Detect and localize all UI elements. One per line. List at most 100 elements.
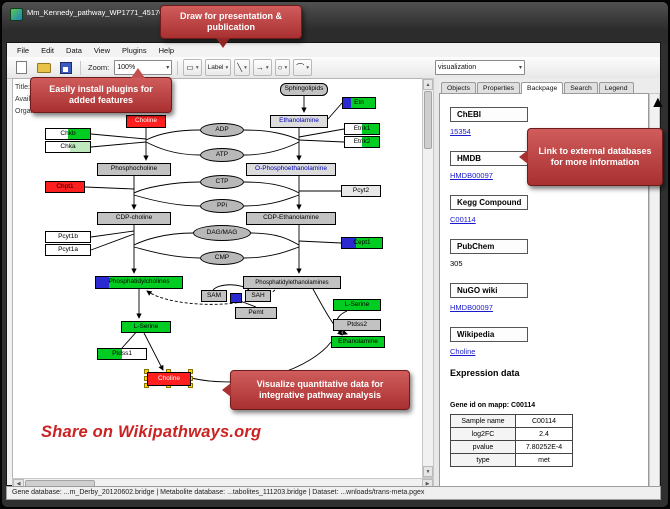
scrollbar-thumb[interactable] <box>424 91 432 149</box>
pathway-node-sah[interactable]: SAH <box>245 290 271 302</box>
tab-search[interactable]: Search <box>564 82 598 94</box>
pathway-node-pcyt1b[interactable]: Pcyt1b <box>45 231 91 243</box>
pathway-node-ptdss1[interactable]: Ptdss1 <box>97 348 147 360</box>
title-bar[interactable]: Mm_Kennedy_pathway_WP1771_45176.gpml <box>2 2 668 42</box>
callout-visualize-data: Visualize quantitative data for integrat… <box>222 370 410 410</box>
pathway-node-ethanolamine[interactable]: Ethanolamine <box>270 115 328 128</box>
zoom-value: 100% <box>117 64 136 71</box>
pathway-edge <box>90 233 135 251</box>
pathway-node-pcyt1a[interactable]: Pcyt1a <box>45 244 91 256</box>
pathway-node-ptdss2[interactable]: Ptdss2 <box>333 319 381 331</box>
chevron-down-icon: ▾ <box>306 64 309 71</box>
arc-tool-button[interactable]: ⌒▾ <box>293 59 312 76</box>
open-file-button[interactable] <box>34 59 53 77</box>
pathway-node-sam[interactable]: SAM <box>201 290 227 302</box>
pathway-node-dag-mag[interactable]: DAG/MAG <box>193 225 251 241</box>
backpage-value-wikipedia[interactable]: Choline <box>450 347 476 356</box>
share-on-wikipathways-text: Share on Wikipathways.org <box>41 423 262 441</box>
pathway-node-phosphatidylethanolamines[interactable]: Phosphatidylethanolamines <box>243 276 341 289</box>
tab-legend[interactable]: Legend <box>598 82 634 94</box>
pathway-node-etnk2[interactable]: Etnk2 <box>344 136 380 148</box>
app-icon <box>10 8 23 21</box>
pathway-edge <box>243 141 300 156</box>
menu-file[interactable]: File <box>17 45 30 55</box>
backpage-value-hmdb[interactable]: HMDB00097 <box>450 171 493 180</box>
chevron-down-icon: ▾ <box>166 65 170 71</box>
backpage-value-kegg-compound[interactable]: C00114 <box>450 215 476 224</box>
datanode-tool-button[interactable]: ▭▾ <box>183 59 202 76</box>
pathway-node-phosphocholine[interactable]: Phosphocholine <box>97 163 171 176</box>
pathway-node-blue-box[interactable] <box>230 293 242 303</box>
line-tool-button[interactable]: ╲▾ <box>234 59 250 76</box>
pathway-node-cdp-choline[interactable]: CDP-choline <box>97 212 171 225</box>
pathway-node-l-serine[interactable]: L-Serine <box>333 299 381 311</box>
menu-data[interactable]: Data <box>66 45 82 55</box>
new-file-button[interactable] <box>12 59 31 77</box>
canvas-vertical-scrollbar[interactable]: ▲ ▼ <box>422 78 434 478</box>
menu-edit[interactable]: Edit <box>41 45 55 55</box>
pathway-node-pcyt2[interactable]: Pcyt2 <box>341 185 381 197</box>
pathway-node-etnk1[interactable]: Etnk1 <box>344 123 380 135</box>
tab-properties[interactable]: Properties <box>477 82 521 94</box>
pathway-node-pemt[interactable]: Pemt <box>235 307 277 319</box>
selection-handle[interactable] <box>144 369 149 374</box>
pathway-node-choline[interactable]: Choline <box>126 115 166 128</box>
pathway-node-l-serine[interactable]: L-Serine <box>121 321 171 333</box>
pathway-node-o-phosphoethanolamine[interactable]: O-Phosphoethanolamine <box>246 163 336 176</box>
pathway-node-cdp-ethanolamine[interactable]: CDP-Ethanolamine <box>246 212 336 225</box>
backpage-value-nugo-wiki[interactable]: HMDB00097 <box>450 303 493 312</box>
pathway-node-cmp[interactable]: CMP <box>200 251 244 265</box>
visualization-select[interactable]: visualization ▾ <box>435 60 525 75</box>
callout-install-plugins: Easily install plugins for added feature… <box>30 68 172 113</box>
callout-text: Link to external databases for more info… <box>538 145 652 167</box>
pathway-edge <box>298 128 345 138</box>
pathway-node-ethanolamine[interactable]: Ethanolamine <box>331 336 385 348</box>
label-tool-button[interactable]: Label▾ <box>204 59 232 76</box>
info-line: Organis <box>15 108 40 115</box>
pathway-node-atp[interactable]: ATP <box>200 148 244 162</box>
menu-view[interactable]: View <box>93 45 110 55</box>
ellipse-icon: ○ <box>277 63 283 72</box>
pathway-node-cept1[interactable]: Cept1 <box>341 237 383 249</box>
menu-help[interactable]: Help <box>158 45 175 55</box>
backpage-value-chebi[interactable]: 15354 <box>450 127 471 136</box>
pathway-node-adp[interactable]: ADP <box>200 123 244 137</box>
scroll-up-icon[interactable]: ▲ <box>423 79 433 90</box>
backpage-header-wikipedia: Wikipedia <box>450 327 528 342</box>
pathway-node-chka[interactable]: Chka <box>45 141 91 153</box>
table-cell: 7.80252E-4 <box>515 440 573 454</box>
callout-text: Draw for presentation & publication <box>179 10 282 32</box>
tab-backpage[interactable]: Backpage <box>521 82 564 94</box>
pathway-node-ppi[interactable]: PPi <box>200 199 244 213</box>
save-button[interactable] <box>56 59 75 77</box>
backpage-header-chebi: ChEBI <box>450 107 528 122</box>
scroll-up-icon[interactable]: ▲ <box>650 94 666 111</box>
pathway-edge <box>133 194 201 207</box>
toolbar: Zoom: 100% ▾ ▭▾ Label▾ ╲▾ →▾ ○▾ ⌒▾ visua… <box>7 57 660 79</box>
callout-text: Easily install plugins for added feature… <box>49 83 153 105</box>
table-cell: pvalue <box>450 440 516 454</box>
backpage-value-pubchem: 305 <box>450 259 463 268</box>
scroll-down-icon[interactable]: ▼ <box>423 466 433 477</box>
panel-splitter[interactable] <box>434 78 439 489</box>
pathway-node-ctp[interactable]: CTP <box>200 175 244 189</box>
tab-objects[interactable]: Objects <box>441 82 477 94</box>
ellipse-tool-button[interactable]: ○▾ <box>274 59 291 76</box>
arrow-tool-button[interactable]: →▾ <box>252 59 272 76</box>
pathway-node-chpt1[interactable]: Chpt1 <box>45 181 85 193</box>
info-line: Title: <box>15 84 30 91</box>
pathway-node-choline[interactable]: Choline <box>147 372 191 386</box>
table-cell: type <box>450 453 516 467</box>
pathway-node-etn[interactable]: Etn <box>342 97 376 109</box>
pathway-node-sphingolipids[interactable]: Sphingolipids <box>280 83 328 96</box>
chevron-down-icon: ▾ <box>265 64 269 71</box>
menu-plugins[interactable]: Plugins <box>122 45 147 55</box>
pathway-node-phosphatidylcholines[interactable]: Phosphatidylcholines <box>95 276 183 289</box>
pathway-node-chkb[interactable]: Chkb <box>45 128 91 140</box>
